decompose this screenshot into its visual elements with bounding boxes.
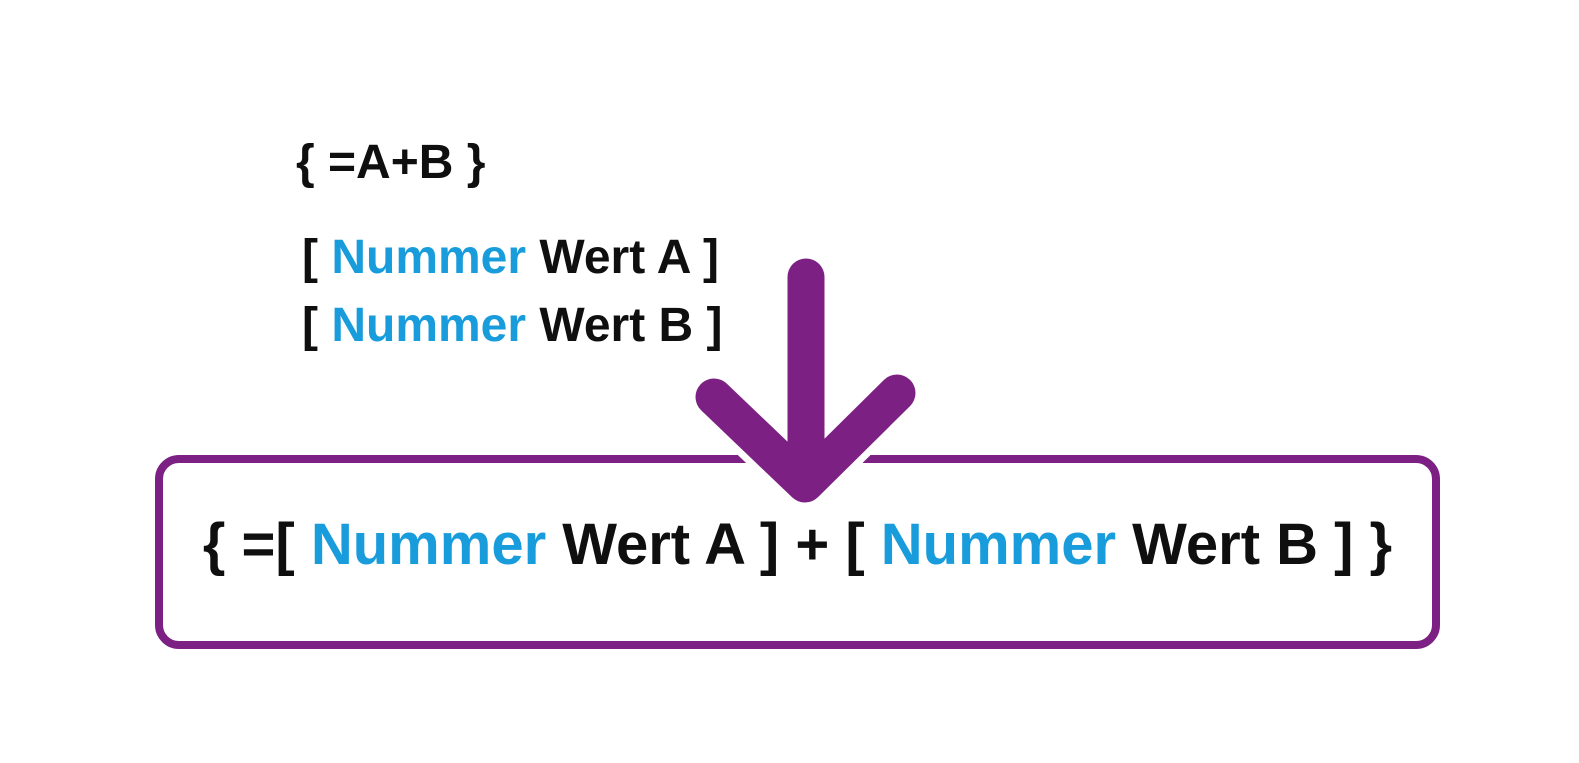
result-box: { =[ Nummer Wert A ] + [ Nummer Wert B ]… xyxy=(155,455,1440,649)
field-code-label: { =A+B } xyxy=(296,136,486,189)
bookmark-a-rest: Wert A ] xyxy=(526,231,719,284)
bookmark-b-label: [ Nummer Wert B ] xyxy=(302,302,723,350)
bookmark-a-label: [ Nummer Wert A ] xyxy=(302,234,719,282)
result-part-3: Wert B ] } xyxy=(1116,512,1393,577)
bookmark-a-open-bracket: [ xyxy=(302,231,332,284)
result-bookmark-b-name: Nummer xyxy=(880,512,1117,577)
bookmark-a-name: Nummer xyxy=(331,231,527,284)
bookmark-b-open-bracket: [ xyxy=(302,299,332,352)
down-arrow-body xyxy=(695,258,916,503)
result-part-2: Wert A ] + [ xyxy=(546,512,881,577)
down-arrow-halo xyxy=(688,251,923,510)
result-part-1: { =[ xyxy=(202,512,311,577)
bookmark-b-name: Nummer xyxy=(331,299,527,352)
bookmark-b-rest: Wert B ] xyxy=(526,299,723,352)
result-bookmark-a-name: Nummer xyxy=(310,512,547,577)
result-formula-label: { =[ Nummer Wert A ] + [ Nummer Wert B ]… xyxy=(203,516,1392,588)
